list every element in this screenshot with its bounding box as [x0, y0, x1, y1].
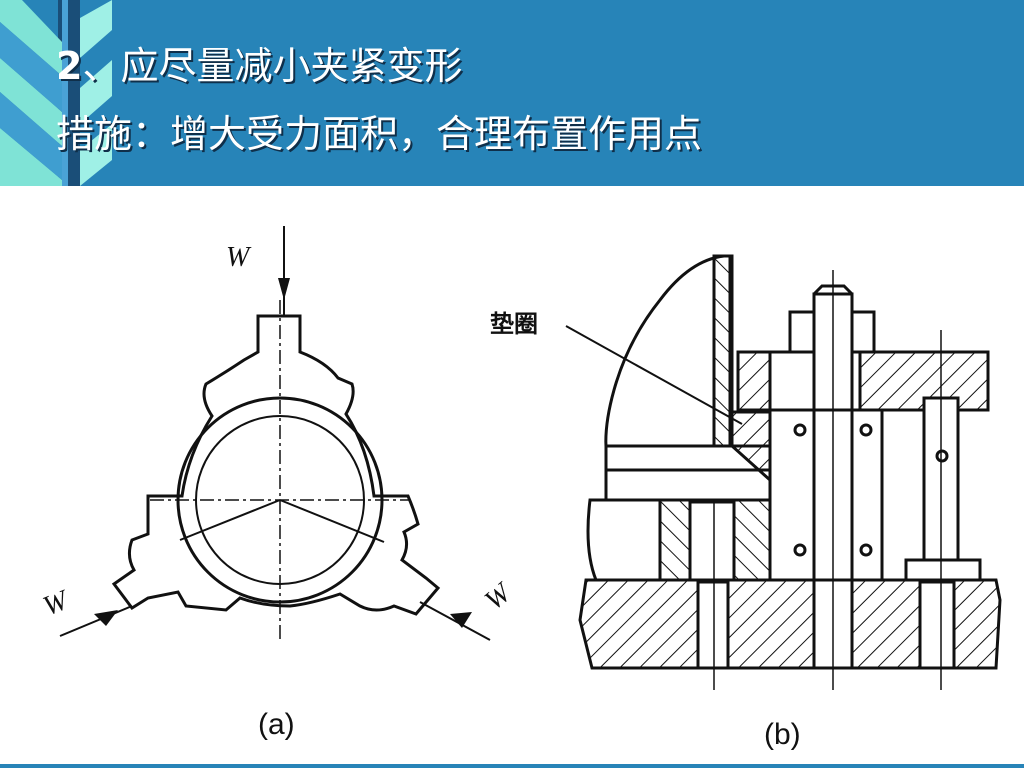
figure-a	[59, 226, 491, 641]
header-decoration	[0, 0, 112, 186]
force-label-top: W	[226, 242, 252, 273]
clamping-figure: W W W (a)	[39, 226, 1002, 751]
force-label-right: W	[479, 576, 519, 616]
washer-leader	[565, 325, 743, 425]
washer-label: 垫圈	[490, 309, 538, 338]
title-number: 2	[56, 44, 83, 88]
base-plate	[578, 578, 1002, 670]
force-label-left: W	[39, 584, 75, 622]
workpiece-body	[604, 254, 732, 472]
force-arrow-right	[419, 601, 491, 641]
force-arrow-left	[59, 605, 133, 637]
figure-b	[578, 254, 1002, 670]
jaw-outline	[111, 314, 441, 616]
slide-footer	[0, 764, 1024, 768]
figure-b-centerlines	[713, 270, 942, 690]
slide-subtitle: 措施：增大受力面积，合理布置作用点	[56, 112, 703, 156]
title-text: 、应尽量减小夹紧变形	[82, 44, 463, 88]
caption-a: (a)	[258, 708, 295, 741]
caption-b: (b)	[764, 718, 801, 751]
slide-title: 2、应尽量减小夹紧变形	[56, 44, 462, 88]
slide-header: 2、应尽量减小夹紧变形 措施：增大受力面积，合理布置作用点	[0, 0, 1024, 186]
